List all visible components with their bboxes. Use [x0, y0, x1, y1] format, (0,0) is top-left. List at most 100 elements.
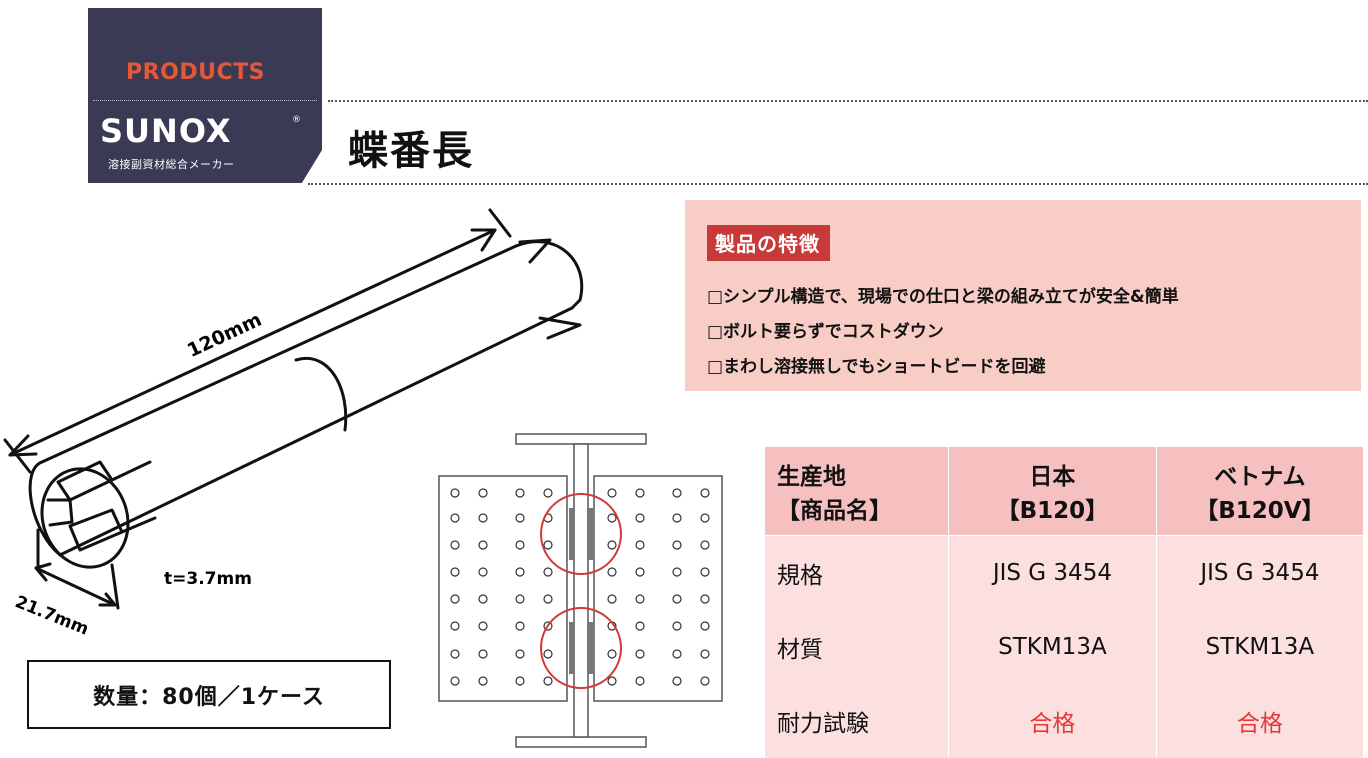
logo-corner — [300, 150, 324, 186]
beam-diagram — [438, 433, 723, 748]
bolt-hole — [515, 649, 525, 659]
weld-highlight-circle — [540, 493, 622, 575]
bolt-hole — [515, 540, 525, 550]
bolt-hole — [543, 649, 553, 659]
bolt-hole — [700, 513, 710, 523]
bolt-hole — [635, 649, 645, 659]
bolt-hole — [635, 567, 645, 577]
row-value: STKM13A — [948, 610, 1157, 684]
bolt-hole — [450, 676, 460, 686]
bolt-hole — [515, 621, 525, 631]
bolt-hole — [700, 621, 710, 631]
bolt-hole — [515, 567, 525, 577]
bolt-hole — [700, 676, 710, 686]
bolt-hole — [635, 621, 645, 631]
bolt-hole — [450, 594, 460, 604]
brand-logo: PRODUCTS SUNOX ® 溶接副資材総合メーカー — [88, 8, 322, 183]
quantity-box: 数量：80個／1ケース — [27, 660, 391, 729]
bolt-hole — [450, 621, 460, 631]
bolt-hole — [543, 488, 553, 498]
bolt-hole — [607, 649, 617, 659]
bolt-hole — [607, 567, 617, 577]
row-value: JIS G 3454 — [1156, 535, 1363, 610]
diameter-label: 21.7mm — [12, 592, 91, 640]
bolt-hole — [515, 594, 525, 604]
bolt-hole — [515, 513, 525, 523]
bolt-hole — [700, 488, 710, 498]
bolt-hole — [635, 594, 645, 604]
bolt-hole — [672, 649, 682, 659]
bolt-hole — [607, 594, 617, 604]
brand-name: SUNOX — [100, 112, 232, 150]
bolt-hole — [543, 567, 553, 577]
bolt-hole — [700, 594, 710, 604]
feature-item: □ボルト要らずでコストダウン — [707, 322, 944, 342]
bolt-hole — [635, 676, 645, 686]
bolt-hole — [478, 488, 488, 498]
row-label: 材質 — [765, 610, 950, 684]
bolt-hole — [700, 649, 710, 659]
row-label: 規格 — [765, 535, 950, 610]
row-value: JIS G 3454 — [948, 535, 1157, 610]
brand-tagline: 溶接副資材総合メーカー — [108, 158, 235, 171]
feature-item: □シンプル構造で、現場での仕口と梁の組み立てが安全&簡単 — [707, 287, 1179, 307]
bolt-hole — [672, 567, 682, 577]
feature-item: □まわし溶接無しでもショートビードを回避 — [707, 357, 1046, 377]
bolt-hole — [607, 676, 617, 686]
bolt-hole — [543, 540, 553, 550]
page-title: 蝶番長 — [348, 128, 474, 174]
bolt-hole — [478, 594, 488, 604]
weld-highlight-circle — [540, 607, 622, 689]
header-origin-cell: 生産地 【商品名】 — [765, 447, 950, 536]
bolt-hole — [543, 621, 553, 631]
product-drawing: 120mm t=3.7mm 21.7mm — [3, 208, 584, 640]
table-header-row: 生産地 【商品名】 日本 【B120】 ベトナム 【B120V】 — [765, 447, 1363, 536]
products-label: PRODUCTS — [126, 60, 265, 85]
bolt-hole — [635, 513, 645, 523]
header-origin-label: 生産地 — [777, 463, 846, 490]
bolt-hole — [515, 488, 525, 498]
thickness-label: t=3.7mm — [164, 569, 252, 589]
row-value: STKM13A — [1156, 610, 1363, 684]
row-value-pass: 合格 — [1156, 684, 1363, 758]
bolt-hole — [450, 567, 460, 577]
bolt-hole — [607, 513, 617, 523]
row-label: 耐力試験 — [765, 684, 950, 758]
features-panel: 製品の特徴 □シンプル構造で、現場での仕口と梁の組み立てが安全&簡単 □ボルト要… — [685, 200, 1361, 391]
bolt-hole — [672, 488, 682, 498]
table-row: 材質 STKM13A STKM13A — [765, 610, 1363, 684]
bolt-hole — [543, 594, 553, 604]
header-rule-top — [328, 100, 1368, 102]
registered-mark: ® — [292, 115, 301, 125]
bolt-hole — [672, 540, 682, 550]
bolt-hole — [607, 488, 617, 498]
bolt-hole — [478, 540, 488, 550]
bolt-hole — [478, 567, 488, 577]
bolt-holes — [450, 488, 710, 686]
bolt-hole — [700, 567, 710, 577]
length-dimension-line — [8, 228, 497, 457]
bolt-hole — [635, 488, 645, 498]
table-row: 耐力試験 合格 合格 — [765, 684, 1363, 758]
bolt-hole — [450, 540, 460, 550]
bolt-hole — [700, 540, 710, 550]
header-rule-bottom — [308, 183, 1368, 185]
bolt-hole — [672, 594, 682, 604]
spec-table: 生産地 【商品名】 日本 【B120】 ベトナム 【B120V】 規格 JIS … — [765, 447, 1363, 758]
bolt-hole — [478, 649, 488, 659]
header-product-label: 【商品名】 — [777, 497, 892, 524]
bolt-hole — [515, 676, 525, 686]
header-japan-cell: 日本 【B120】 — [948, 447, 1157, 536]
bolt-hole — [450, 513, 460, 523]
header-vietnam-product: 【B120V】 — [1195, 498, 1325, 524]
bolt-hole — [672, 513, 682, 523]
header-vietnam-cell: ベトナム 【B120V】 — [1156, 447, 1363, 536]
bolt-hole — [607, 540, 617, 550]
bolt-hole — [478, 621, 488, 631]
bolt-hole — [478, 513, 488, 523]
table-row: 規格 JIS G 3454 JIS G 3454 — [765, 535, 1363, 610]
bolt-hole — [635, 540, 645, 550]
bolt-hole — [672, 621, 682, 631]
header-japan-country: 日本 — [1029, 464, 1076, 490]
features-heading: 製品の特徴 — [707, 225, 830, 261]
